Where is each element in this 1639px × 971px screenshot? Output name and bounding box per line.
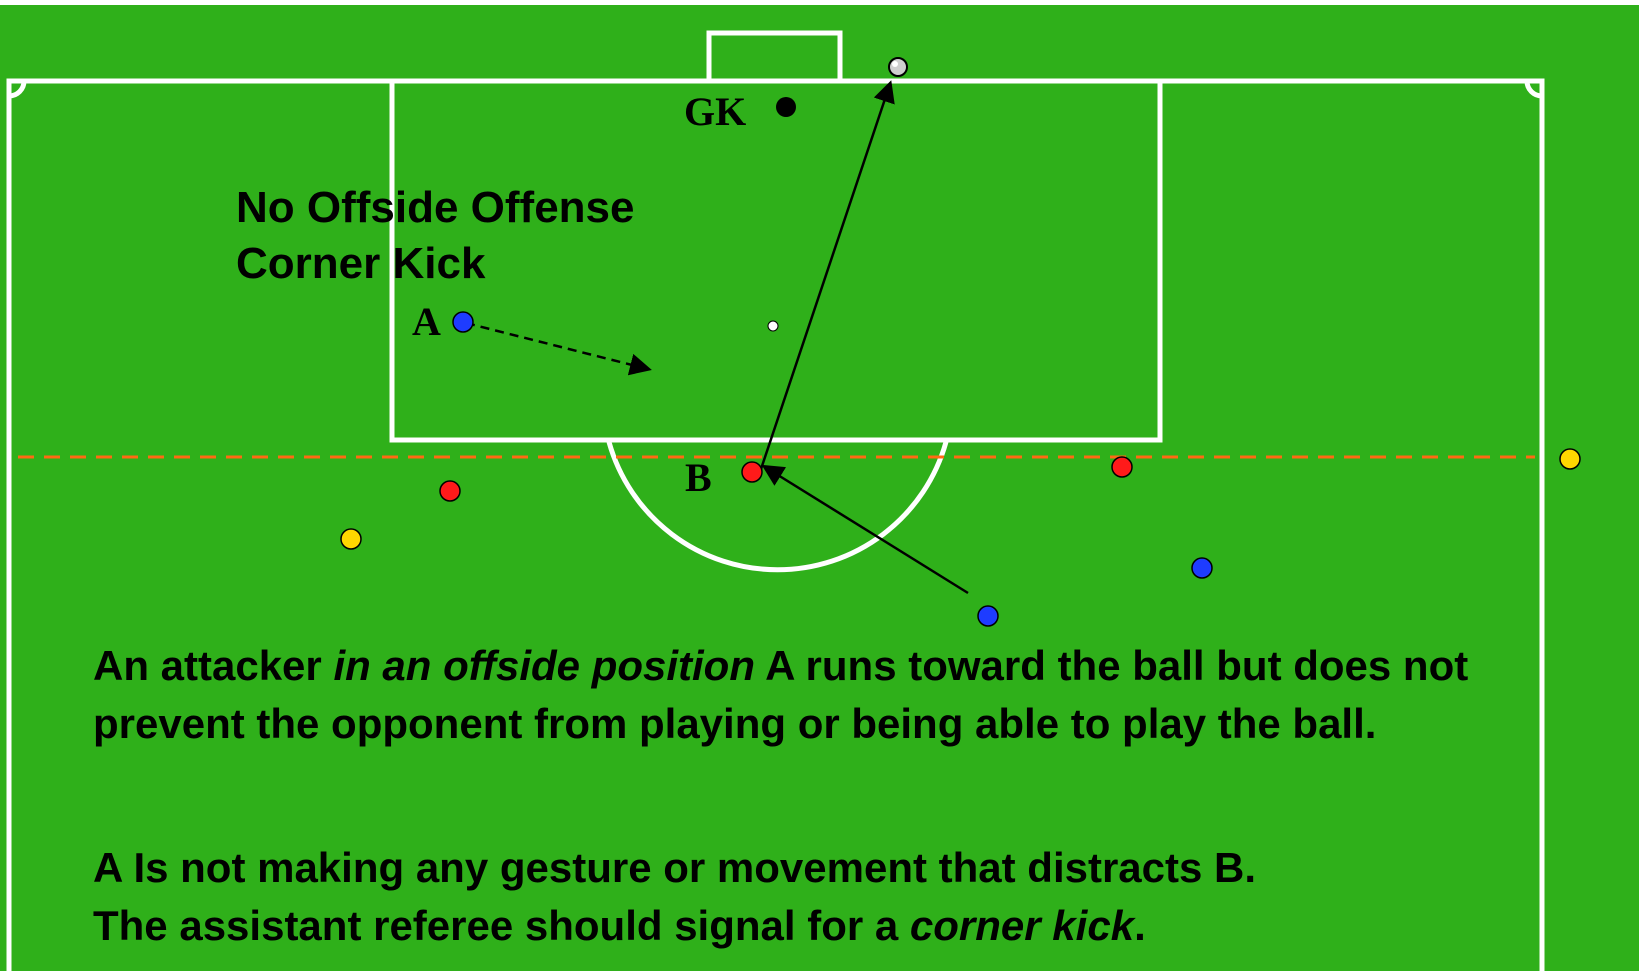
penalty-arc [606,441,949,573]
attacker-dot [1191,557,1213,579]
label-gk: GK [684,89,747,134]
caption-2-italic: corner kick [909,902,1135,949]
caption-2-part-3: . [1134,902,1146,949]
ball-highlight [892,61,898,67]
caption-1-part-3: A runs toward the ball but does not prev… [93,642,1469,747]
referee-dot [340,528,362,550]
penalty-area [389,78,1163,443]
caption-2-part-1: The assistant referee should signal for … [93,902,910,949]
defender-dot [439,480,461,502]
caption-2-line-1: A Is not making any gesture or movement … [93,844,1257,891]
corner-arc-right [1524,80,1543,99]
title-line-2: Corner Kick [236,239,486,288]
soccer-ball-icon [888,57,908,77]
attacker-dot [977,605,999,627]
label-b: B [685,455,712,500]
run-arrow-a [465,321,652,376]
penalty-spot [767,320,779,332]
caption-paragraph-2: A Is not making any gesture or movement … [93,839,1593,955]
attacker-a-dot [452,311,474,333]
label-a: A [412,299,441,344]
diagram-title: No Offside Offense Corner Kick [236,180,635,292]
pitch-background [0,5,1639,971]
defender-b-dot [741,461,763,483]
assistant-referee-dot [1559,448,1581,470]
caption-paragraph-1: An attacker in an offside position A run… [93,637,1593,753]
pass-arrow-to-b [761,464,969,595]
goalkeeper-dot [776,97,796,117]
defender-dot [1111,456,1133,478]
caption-1-italic: in an offside position [333,642,755,689]
shot-arrow-to-ball [758,80,895,473]
title-line-1: No Offside Offense [236,183,635,232]
caption-1-part-1: An attacker [93,642,334,689]
corner-arc-left [8,80,27,99]
